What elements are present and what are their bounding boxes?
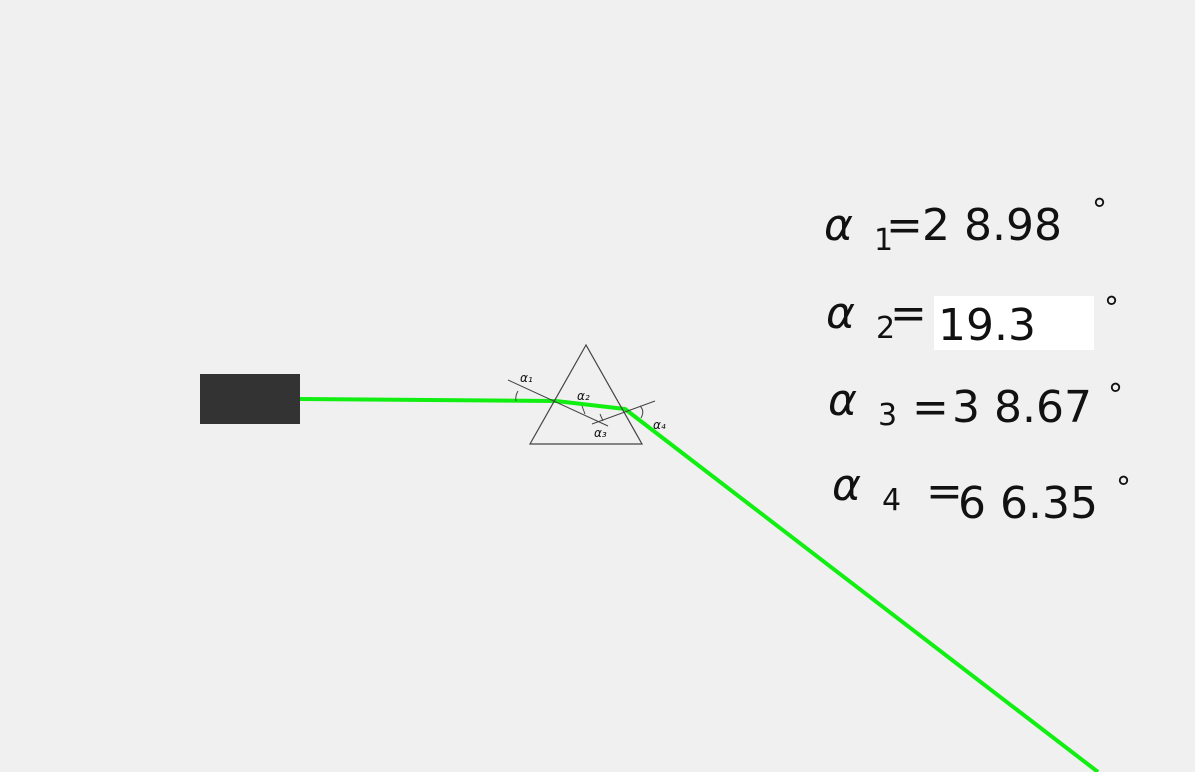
eq2-sub: 2: [876, 311, 895, 346]
eq1-symbol: α: [824, 200, 853, 251]
eq2-eq: =: [890, 288, 927, 339]
eq3-symbol: α: [828, 375, 857, 426]
eq4-value: 6 6.35: [958, 478, 1098, 529]
equation-alpha3: α 3 = 3 8.67 °: [828, 375, 1123, 433]
eq1-unit: °: [1092, 193, 1107, 228]
eq2-value[interactable]: 19.3: [938, 300, 1036, 351]
alpha2-input-box[interactable]: [934, 296, 1094, 350]
eq1-eq: =: [886, 200, 923, 251]
equation-alpha2: α 2 = 19.3 °: [826, 288, 1119, 351]
eq3-value: 3 8.67: [952, 382, 1092, 433]
equation-alpha1: α 1 = 2 8.98 °: [824, 193, 1107, 258]
angle-arc-a1: [515, 390, 519, 402]
eq1-value: 2 8.98: [922, 200, 1062, 251]
eq2-symbol: α: [826, 288, 855, 339]
label-alpha4: α₄: [653, 418, 666, 432]
label-alpha3: α₃: [594, 426, 607, 440]
eq4-symbol: α: [832, 460, 861, 511]
label-alpha1: α₁: [520, 371, 533, 385]
entry-normal: [507, 379, 609, 427]
equation-alpha4: α 4 = 6 6.35 °: [832, 460, 1131, 529]
label-alpha2: α₂: [577, 389, 590, 403]
angle-arc-a4: [639, 405, 644, 419]
eq1-sub: 1: [874, 223, 893, 258]
eq3-sub: 3: [878, 398, 897, 433]
eq3-unit: °: [1108, 378, 1123, 413]
eq2-unit: °: [1104, 291, 1119, 326]
angle-arc-a3: [599, 413, 604, 422]
eq4-eq: =: [926, 466, 963, 517]
eq3-eq: =: [912, 382, 949, 433]
angle-arc-a2: [581, 405, 586, 415]
eq4-unit: °: [1116, 471, 1131, 506]
prism[interactable]: [528, 343, 644, 445]
laser-source[interactable]: [200, 374, 300, 424]
eq4-sub: 4: [882, 483, 901, 518]
laser-beam: [299, 397, 1100, 772]
